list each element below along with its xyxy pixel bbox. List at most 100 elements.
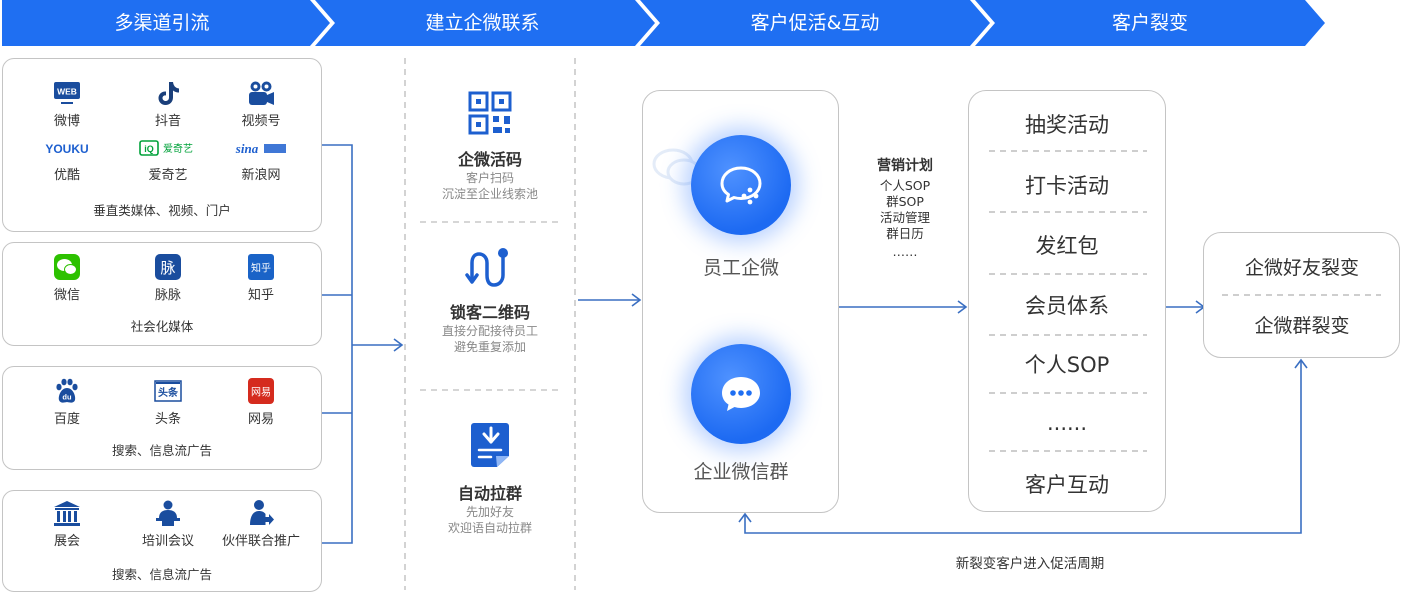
channel-label: 脉脉 bbox=[154, 288, 181, 303]
exhibition-icon bbox=[54, 501, 80, 526]
wecom-icon bbox=[720, 166, 762, 205]
channel-label: 微博 bbox=[53, 114, 80, 129]
wecom-employee-circle[interactable] bbox=[691, 135, 791, 235]
activity-item[interactable]: 发红包 bbox=[1035, 234, 1099, 258]
activity-dividers bbox=[989, 150, 1147, 452]
web-icon: WEB bbox=[54, 82, 80, 104]
channel-netease[interactable]: 网易 网易 bbox=[221, 377, 301, 427]
channel-label: 网易 bbox=[247, 412, 274, 427]
marketing-plan-title: 营销计划 bbox=[877, 158, 933, 174]
route-icon bbox=[465, 248, 508, 287]
qrcode-icon bbox=[468, 91, 512, 135]
tool-title: 自动拉群 bbox=[457, 484, 522, 503]
tool-live-qrcode: 企微活码 客户扫码 沉淀至企业线索池 bbox=[405, 90, 575, 202]
tool-desc-line2: 沉淀至企业线索池 bbox=[441, 187, 538, 201]
activity-item[interactable]: ...... bbox=[1046, 411, 1088, 435]
channel-exhibition[interactable]: 展会 bbox=[27, 499, 107, 549]
fission-item-friend[interactable]: 企微好友裂变 bbox=[1244, 257, 1359, 279]
partner-icon bbox=[250, 500, 274, 525]
channel-sina[interactable]: sina 新浪网 bbox=[221, 139, 301, 183]
channel-label: 伙伴联合推广 bbox=[221, 534, 300, 549]
channel-label: 百度 bbox=[53, 412, 80, 427]
netease-logo-text: 网易 bbox=[251, 387, 271, 399]
youku-logo-text: YOUKU bbox=[45, 142, 88, 156]
stage-label-activate: 客户促活&互动 bbox=[750, 12, 880, 34]
toutiao-icon: 头条 bbox=[154, 380, 182, 402]
baidu-logo-text: du bbox=[62, 393, 72, 402]
wecom-group-circle[interactable] bbox=[691, 344, 791, 444]
marketing-plan-item: …… bbox=[892, 244, 918, 259]
auto-group-icon bbox=[471, 423, 509, 467]
baidu-icon: du bbox=[56, 378, 78, 403]
activity-item[interactable]: 打卡活动 bbox=[1025, 174, 1109, 198]
channel-maimai[interactable]: 脉 脉脉 bbox=[128, 253, 208, 303]
chat-bubble-icon bbox=[722, 377, 760, 411]
maimai-logo-text: 脉 bbox=[160, 259, 175, 277]
toutiao-logo-text: 头条 bbox=[158, 386, 179, 399]
tool-title: 锁客二维码 bbox=[449, 303, 530, 322]
iqiyi-logo-text: 爱奇艺 bbox=[163, 142, 193, 155]
fission-divider bbox=[1222, 294, 1381, 296]
douyin-icon bbox=[158, 82, 179, 105]
activity-item[interactable]: 会员体系 bbox=[1025, 294, 1109, 318]
channel-shipinhao[interactable]: 视频号 bbox=[221, 79, 301, 129]
marketing-plan-item: 活动管理 bbox=[879, 210, 930, 225]
tool-lock-qrcode: 锁客二维码 直接分配接待员工 避免重复添加 bbox=[405, 245, 575, 355]
channel-douyin[interactable]: 抖音 bbox=[128, 79, 208, 129]
zhihu-logo-text: 知乎 bbox=[251, 262, 271, 275]
tool-desc-line1: 客户扫码 bbox=[465, 171, 514, 185]
stage-chevron-2 bbox=[315, 0, 655, 46]
stage-chevron-4 bbox=[975, 0, 1325, 46]
netease-icon: 网易 bbox=[248, 378, 274, 404]
channel-youku[interactable]: YOUKU 优酷 bbox=[27, 139, 107, 183]
sina-logo: sina bbox=[235, 141, 286, 156]
fission-item-group[interactable]: 企微群裂变 bbox=[1254, 315, 1350, 337]
channel-group-label: 垂直类媒体、视频、门户 bbox=[93, 203, 231, 218]
channel-training[interactable]: 培训会议 bbox=[128, 499, 208, 549]
channel-group-offline: 展会 培训会议 伙伴联合推广 搜索、信息流广告 bbox=[2, 490, 322, 592]
channel-group-social-media: 微信 脉 脉脉 知乎 知乎 社会化媒体 bbox=[2, 242, 322, 346]
channel-label: 知乎 bbox=[247, 288, 274, 303]
channel-wechat[interactable]: 微信 bbox=[27, 253, 107, 303]
activity-item[interactable]: 个人SOP bbox=[1024, 353, 1110, 377]
channel-toutiao[interactable]: 头条 头条 bbox=[128, 377, 208, 427]
iqiyi-logo: iQ 爱奇艺 bbox=[139, 140, 193, 156]
stage-chevron-1 bbox=[2, 0, 330, 46]
chat-watermark-icon bbox=[652, 148, 702, 186]
channel-label: 优酷 bbox=[53, 168, 80, 183]
channel-label: 爱奇艺 bbox=[148, 168, 188, 183]
channel-group-label: 搜索、信息流广告 bbox=[111, 567, 212, 582]
web-logo-text: WEB bbox=[57, 87, 77, 97]
marketing-plan-item: 个人SOP bbox=[879, 178, 931, 193]
loop-label: 新裂变客户进入促活周期 bbox=[955, 556, 1105, 572]
stage-label-connect: 建立企微联系 bbox=[425, 12, 540, 34]
tool-auto-group: 自动拉群 先加好友 欢迎语自动拉群 bbox=[405, 420, 575, 536]
stage-chevron-3 bbox=[640, 0, 990, 46]
zhihu-icon: 知乎 bbox=[248, 254, 274, 280]
training-icon bbox=[156, 500, 180, 526]
channel-label: 视频号 bbox=[241, 114, 281, 129]
channel-weibo[interactable]: WEB 微博 bbox=[27, 79, 107, 129]
channel-iqiyi[interactable]: iQ 爱奇艺 爱奇艺 bbox=[128, 139, 208, 183]
channel-label: 培训会议 bbox=[141, 534, 194, 549]
activity-item[interactable]: 客户互动 bbox=[1025, 473, 1109, 497]
fission-panel: 企微好友裂变 企微群裂变 bbox=[1203, 232, 1400, 358]
channel-zhihu[interactable]: 知乎 知乎 bbox=[221, 253, 301, 303]
channel-partner[interactable]: 伙伴联合推广 bbox=[221, 499, 301, 549]
stage-label-traffic: 多渠道引流 bbox=[114, 12, 210, 34]
stage-header bbox=[2, 0, 1325, 46]
channel-label: 头条 bbox=[154, 412, 181, 427]
stage-label-fission: 客户裂变 bbox=[1111, 12, 1188, 34]
maimai-icon: 脉 bbox=[155, 254, 181, 280]
activity-panel: 抽奖活动 打卡活动 发红包 会员体系 个人SOP ...... 客户互动 bbox=[968, 90, 1166, 512]
touchpoint-panel: 员工企微 企业微信群 bbox=[642, 90, 839, 513]
channel-group-label: 搜索、信息流广告 bbox=[111, 443, 212, 458]
activity-item[interactable]: 抽奖活动 bbox=[1025, 113, 1109, 137]
tool-desc-line2: 避免重复添加 bbox=[453, 340, 526, 354]
tool-title: 企微活码 bbox=[457, 150, 522, 169]
channel-label: 展会 bbox=[53, 534, 80, 549]
youku-logo: YOUKU bbox=[45, 142, 88, 156]
tool-desc-line1: 直接分配接待员工 bbox=[441, 324, 538, 338]
channel-baidu[interactable]: du 百度 bbox=[27, 377, 107, 427]
